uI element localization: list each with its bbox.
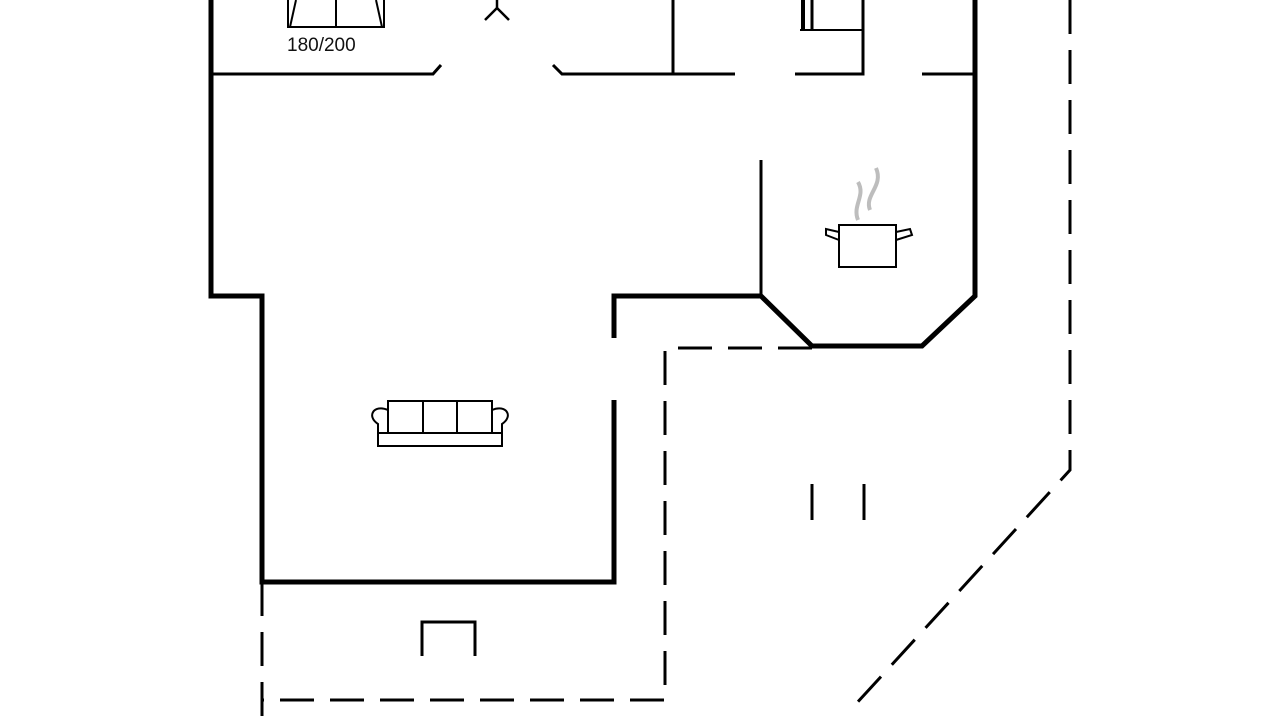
bed-icon [287,0,385,28]
interior-walls [211,0,975,296]
sofa-icon [371,400,509,447]
cooking-pot-icon [825,167,914,268]
chimney-icon [420,620,477,656]
step-marks [810,484,866,520]
outer-walls [208,0,978,585]
terrace-outline [260,0,1072,720]
fridge-icon [800,0,863,31]
bed-size-label: 180/200 [287,35,356,56]
door-swing-icon [484,0,510,21]
